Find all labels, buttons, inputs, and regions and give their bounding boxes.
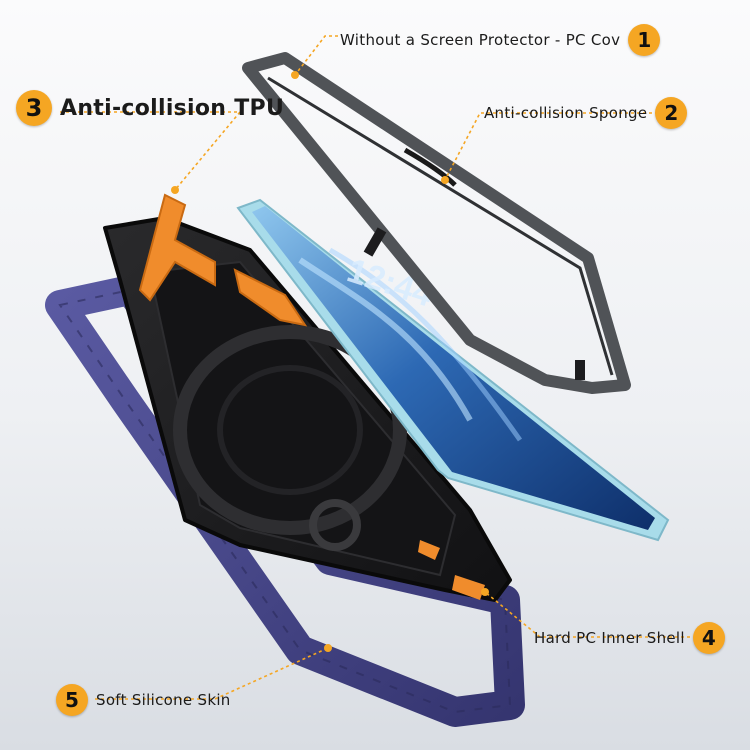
callout-3-label: Anti-collision TPU — [60, 95, 285, 121]
callout-4-label: Hard PC Inner Shell — [534, 629, 685, 647]
anti-collision-sponge — [403, 147, 457, 187]
leader-dots — [171, 71, 489, 652]
callout-1-label: Without a Screen Protector - PC Cov — [340, 31, 621, 49]
callout-3: 3 Anti-collision TPU — [16, 90, 284, 126]
pc-cover-frame — [242, 52, 631, 394]
callout-5-badge: 5 — [56, 684, 88, 716]
callout-5-label: Soft Silicone Skin — [96, 691, 231, 709]
callout-4: Hard PC Inner Shell 4 — [534, 622, 725, 654]
callout-5: 5 Soft Silicone Skin — [56, 684, 231, 716]
callout-4-badge: 4 — [692, 622, 725, 654]
callout-2-label: Anti-collision Sponge — [484, 104, 648, 122]
inner-shell — [103, 216, 512, 602]
anti-collision-tpu — [138, 193, 485, 600]
callout-2-badge: 2 — [655, 97, 688, 129]
callout-3-badge: 3 — [16, 90, 52, 126]
leader-lines — [60, 35, 690, 700]
callout-1: Without a Screen Protector - PC Cov 1 — [340, 24, 661, 56]
ring-kickstand — [309, 499, 361, 551]
callout-1-badge: 1 — [628, 24, 661, 56]
callout-2: Anti-collision Sponge 2 — [484, 97, 688, 129]
